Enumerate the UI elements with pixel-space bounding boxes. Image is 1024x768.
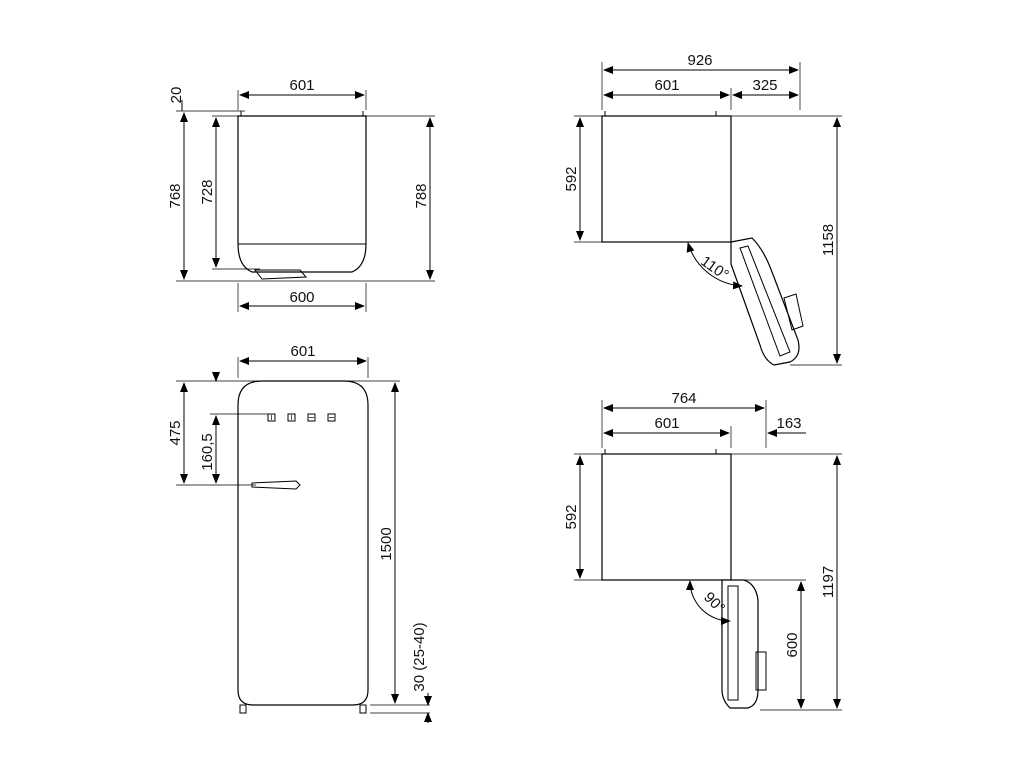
dim-front-height-1500: 1500 — [378, 527, 395, 560]
dim-front-width-601: 601 — [290, 343, 315, 360]
dim-top-depth-728: 728 — [199, 179, 216, 204]
logo-badges — [267, 413, 336, 422]
top-view-door-90: 90° 764 601 163 592 600 1197 — [563, 390, 842, 711]
dim-110-overall-1158: 1158 — [820, 224, 837, 256]
dim-110-overall-926: 926 — [687, 52, 712, 69]
dim-front-logo-160-5: 160,5 — [199, 433, 216, 471]
dim-top-depth-768: 768 — [167, 183, 184, 208]
dim-90-door-600: 600 — [784, 632, 801, 657]
dim-front-feet-30: 30 (25-40) — [411, 622, 428, 691]
dim-110-depth-592: 592 — [563, 166, 580, 191]
top-view-door-110: 110° 926 601 325 592 1158 — [563, 52, 842, 366]
angle-110: 110° — [697, 253, 731, 284]
dim-90-overall-764: 764 — [671, 390, 696, 407]
dim-top-depth-788: 788 — [413, 183, 430, 208]
dim-bottom-width-600: 600 — [289, 289, 314, 306]
dim-90-overall-1197: 1197 — [820, 566, 837, 598]
dim-90-depth-592: 592 — [563, 504, 580, 529]
dim-90-body-601: 601 — [654, 415, 679, 432]
dim-top-width-601: 601 — [289, 77, 314, 94]
dim-110-overhang-325: 325 — [752, 77, 777, 94]
dim-top-gap-20: 20 — [168, 87, 185, 104]
top-view-closed: 601 20 768 728 788 600 — [167, 77, 435, 312]
dim-front-handle-475: 475 — [167, 420, 184, 445]
dim-90-overhang-163: 163 — [776, 415, 801, 432]
dim-110-body-601: 601 — [654, 77, 679, 94]
front-view: 601 475 160,5 1500 30 (25-40) — [167, 343, 432, 723]
